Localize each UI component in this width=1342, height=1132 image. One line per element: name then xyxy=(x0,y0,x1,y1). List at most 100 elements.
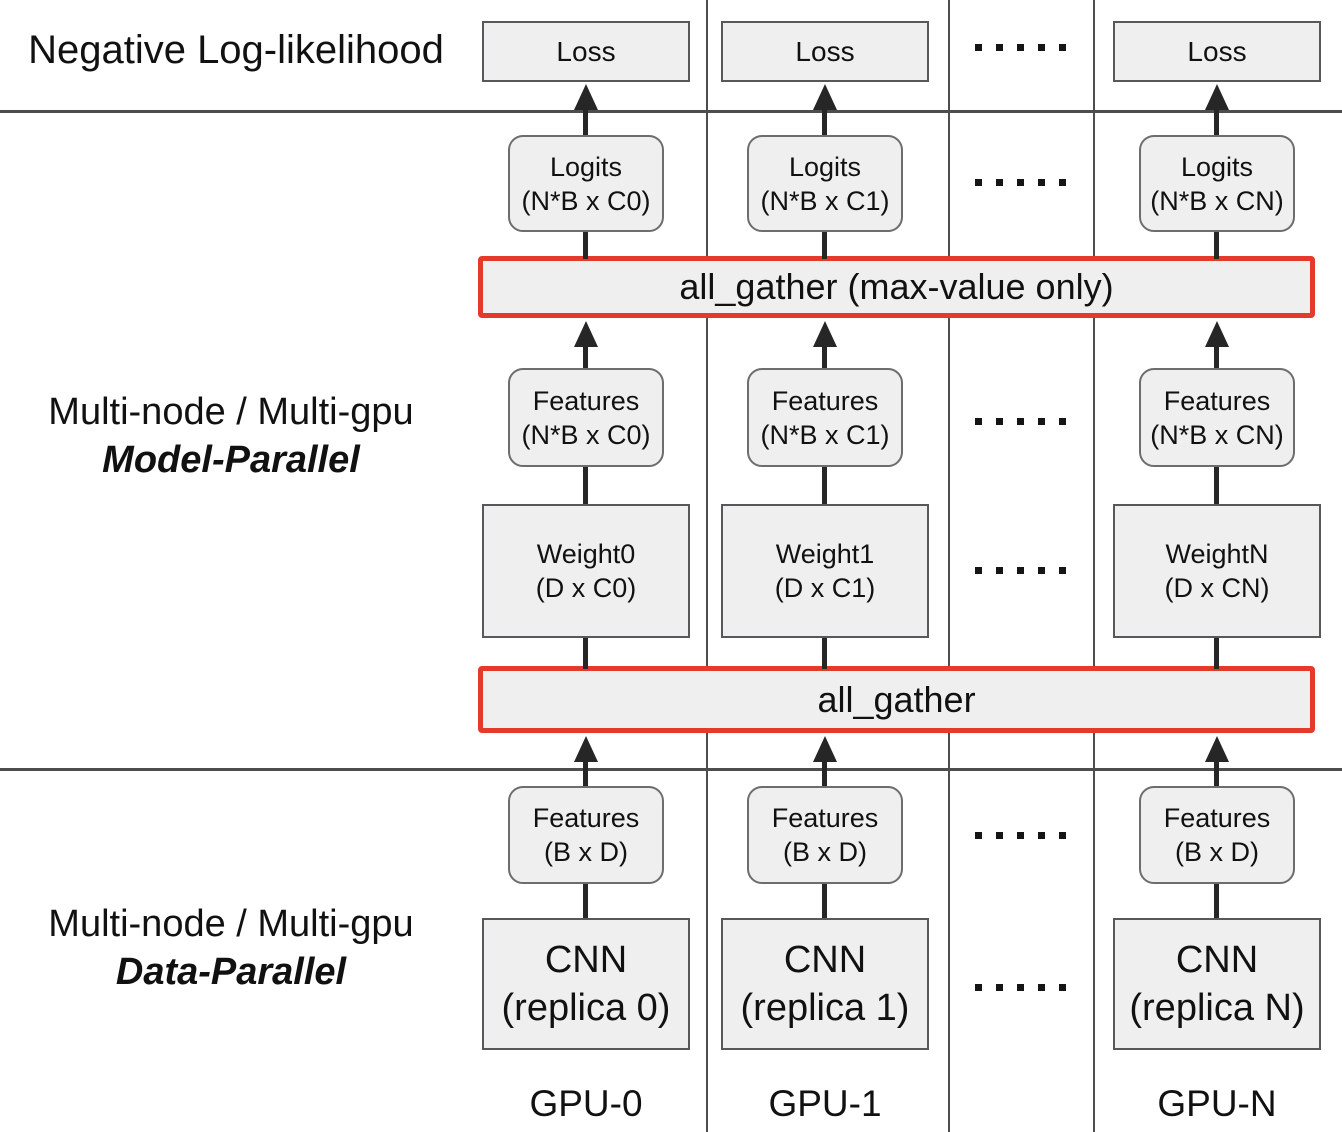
features-label: Features xyxy=(1163,385,1271,416)
connector-line xyxy=(1214,884,1219,920)
ellipsis-dot xyxy=(1038,567,1045,574)
weight-label: WeightN xyxy=(1165,539,1269,569)
features-shape: (B x D) xyxy=(783,837,867,867)
flow-arrow-features-to-gather xyxy=(813,321,837,368)
flow-arrow-logits-to-loss xyxy=(574,84,598,135)
arrow-shaft xyxy=(822,104,827,135)
weight-label: Weight1 xyxy=(775,539,875,569)
ellipsis-dot xyxy=(1038,832,1045,839)
ellipsis-dot xyxy=(996,418,1003,425)
features-shape: (N*B x C1) xyxy=(760,419,890,450)
allgather-max-bar: all_gather (max-value only) xyxy=(478,256,1315,318)
arrow-shaft xyxy=(583,104,588,135)
ellipsis-dot xyxy=(975,567,982,574)
weight-label: Weight0 xyxy=(536,539,636,569)
connector-line xyxy=(583,884,588,920)
loss-box: Loss xyxy=(1113,21,1321,82)
logits-box: Logits (N*B x C1) xyxy=(747,135,903,232)
logits-shape: (N*B x CN) xyxy=(1150,185,1284,216)
connector-line xyxy=(583,638,588,669)
cnn-shape: (replica N) xyxy=(1129,987,1305,1029)
flow-arrow-features-to-gather xyxy=(574,736,598,787)
gpu-label: GPU-0 xyxy=(529,1083,643,1124)
local-features-box: Features (B x D) xyxy=(747,786,903,884)
weight-shape: (D x C1) xyxy=(774,573,876,603)
ellipsis-dot xyxy=(1038,179,1045,186)
gpu-label: GPU-N xyxy=(1157,1083,1277,1124)
local-features-box: Features (B x D) xyxy=(1139,786,1295,884)
features-label: Features xyxy=(532,385,640,416)
connector-line xyxy=(1214,638,1219,669)
ellipsis-dots xyxy=(975,567,1066,575)
ellipsis-dot xyxy=(1017,44,1024,51)
label-data-parallel: Multi-node / Multi-gpu Data-Parallel xyxy=(10,900,452,996)
local-features-box: Features (B x D) xyxy=(508,786,664,884)
gathered-features-box: Features (N*B x CN) xyxy=(1139,368,1295,467)
ellipsis-dot xyxy=(1017,984,1024,991)
ellipsis-dot xyxy=(1059,832,1066,839)
features-label: Features xyxy=(771,385,879,416)
features-shape: (N*B x CN) xyxy=(1150,419,1284,450)
column-divider-1 xyxy=(706,0,708,1132)
ellipsis-dot xyxy=(975,984,982,991)
arrow-shaft xyxy=(1214,341,1219,368)
label-data-parallel-line1: Multi-node / Multi-gpu xyxy=(48,903,414,945)
ellipsis-dot xyxy=(996,984,1003,991)
arrow-shaft xyxy=(822,756,827,787)
loss-box: Loss xyxy=(721,21,929,82)
flow-arrow-features-to-gather xyxy=(813,736,837,787)
connector-line xyxy=(583,467,588,506)
cnn-box: CNN (replica 0) xyxy=(482,918,690,1050)
logits-label: Logits xyxy=(788,151,862,182)
ellipsis-dots xyxy=(975,179,1066,187)
cnn-label: CNN xyxy=(1175,939,1259,981)
ellipsis-dot xyxy=(1059,984,1066,991)
gathered-features-box: Features (N*B x C0) xyxy=(508,368,664,467)
features-label: Features xyxy=(771,803,879,833)
label-model-parallel-line2: Model-Parallel xyxy=(102,439,360,481)
ellipsis-dot xyxy=(975,832,982,839)
ellipsis-dots xyxy=(975,44,1066,52)
ellipsis-dot xyxy=(1038,418,1045,425)
ellipsis-dot xyxy=(1059,179,1066,186)
gathered-features-box: Features (N*B x C1) xyxy=(747,368,903,467)
ellipsis-dot xyxy=(1038,44,1045,51)
label-model-parallel-line1: Multi-node / Multi-gpu xyxy=(48,391,414,433)
arrow-shaft xyxy=(583,756,588,787)
ellipsis-dot xyxy=(1017,832,1024,839)
connector-line xyxy=(822,884,827,920)
label-negative-log-likelihood: Negative Log-likelihood xyxy=(28,28,444,72)
column-divider-2 xyxy=(948,0,950,1132)
cnn-label: CNN xyxy=(544,939,628,981)
cnn-box: CNN (replica N) xyxy=(1113,918,1321,1050)
section-divider-top xyxy=(0,110,1342,113)
features-shape: (B x D) xyxy=(1175,837,1259,867)
connector-line xyxy=(1214,232,1219,259)
cnn-label: CNN xyxy=(783,939,867,981)
features-label: Features xyxy=(1163,803,1271,833)
section-divider-middle xyxy=(0,768,1342,771)
gpu-label: GPU-1 xyxy=(768,1083,882,1124)
arrow-shaft xyxy=(1214,756,1219,787)
ellipsis-dot xyxy=(1038,984,1045,991)
weight-shape: (D x CN) xyxy=(1164,573,1270,603)
ellipsis-dot xyxy=(996,179,1003,186)
cnn-shape: (replica 1) xyxy=(740,987,910,1029)
label-data-parallel-line2: Data-Parallel xyxy=(115,951,347,993)
ellipsis-dots xyxy=(975,832,1066,840)
logits-shape: (N*B x C1) xyxy=(760,185,890,216)
weight-box: Weight0 (D x C0) xyxy=(482,504,690,638)
ellipsis-dot xyxy=(1017,418,1024,425)
features-shape: (N*B x C0) xyxy=(521,419,651,450)
ellipsis-dots xyxy=(975,418,1066,426)
flow-arrow-logits-to-loss xyxy=(1205,84,1229,135)
ellipsis-dot xyxy=(1059,44,1066,51)
ellipsis-dot xyxy=(975,179,982,186)
ellipsis-dot xyxy=(1059,418,1066,425)
arrow-shaft xyxy=(1214,104,1219,135)
cnn-box: CNN (replica 1) xyxy=(721,918,929,1050)
connector-line xyxy=(822,638,827,669)
logits-box: Logits (N*B x CN) xyxy=(1139,135,1295,232)
connector-line xyxy=(1214,467,1219,506)
